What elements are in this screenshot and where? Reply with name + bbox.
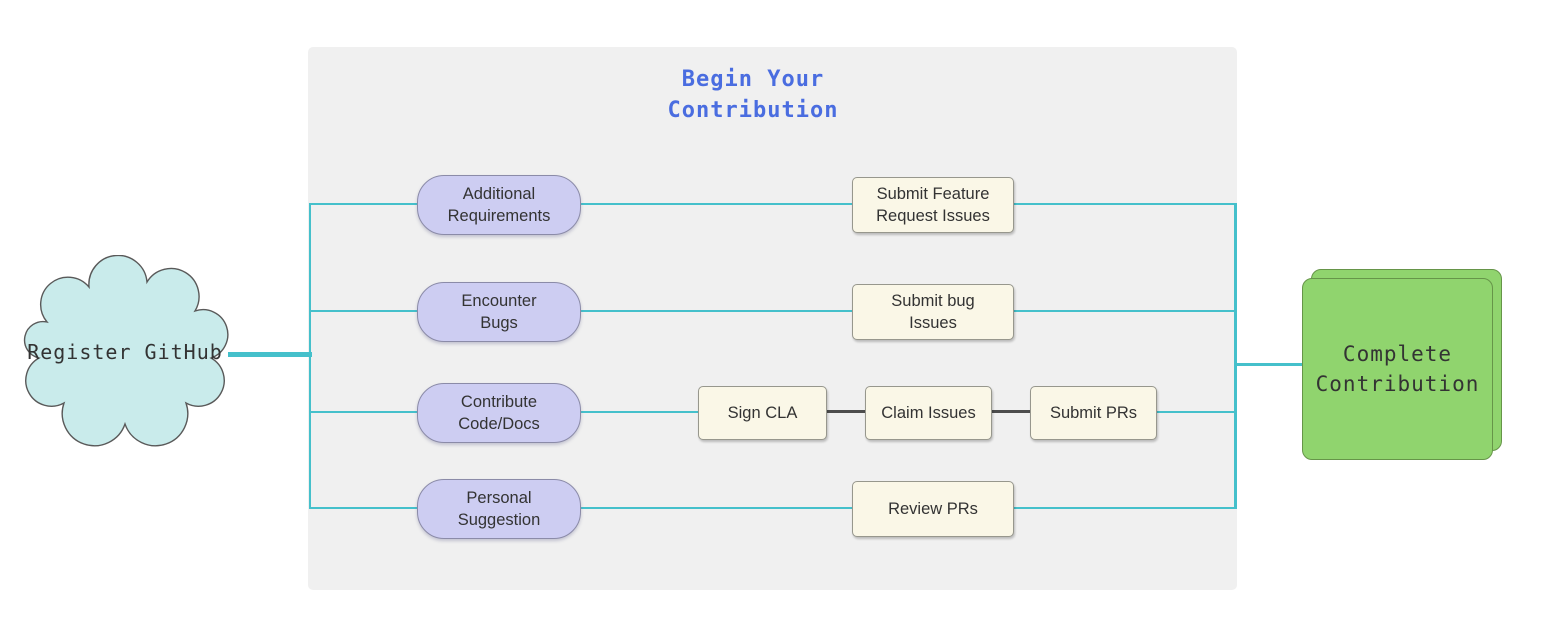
connector-line xyxy=(578,310,852,312)
source-node-additional-requirements: Additional Requirements xyxy=(417,175,581,235)
step-node-submit-bug-issues: Submit bug Issues xyxy=(852,284,1014,340)
step-node-review-prs: Review PRs xyxy=(852,481,1014,537)
source-node-contribute-code-docs: Contribute Code/Docs xyxy=(417,383,581,443)
source-node-encounter-bugs: Encounter Bugs xyxy=(417,282,581,342)
step-node-sign-cla: Sign CLA xyxy=(698,386,827,440)
start-node-label: Register GitHub xyxy=(27,339,223,364)
connector-spine-right xyxy=(1234,203,1237,509)
step-node-submit-feature-request-issues: Submit Feature Request Issues xyxy=(852,177,1014,233)
connector-line xyxy=(1154,411,1235,413)
source-node-personal-suggestion: Personal Suggestion xyxy=(417,479,581,539)
step-node-claim-issues: Claim Issues xyxy=(865,386,992,440)
connector-line xyxy=(1011,507,1235,509)
connector-line-dark xyxy=(824,410,866,413)
connector-line xyxy=(309,411,417,413)
connector-line-dark xyxy=(989,410,1031,413)
connector-line xyxy=(1011,310,1235,312)
start-node-register-github: Register GitHub xyxy=(12,255,238,448)
panel-title: Begin Your Contribution xyxy=(667,67,839,123)
connector-line xyxy=(1011,203,1235,205)
connector-panel-to-end xyxy=(1234,363,1302,366)
connector-line xyxy=(578,507,852,509)
step-node-submit-prs: Submit PRs xyxy=(1030,386,1157,440)
connector-line xyxy=(309,203,417,205)
connector-line xyxy=(309,310,417,312)
connector-line xyxy=(309,507,417,509)
connector-spine-left xyxy=(309,203,311,509)
connector-line xyxy=(578,203,852,205)
connector-cloud-to-panel xyxy=(228,352,312,357)
cloud-icon xyxy=(23,255,229,447)
connector-line xyxy=(578,411,699,413)
end-node-complete-contribution: Complete Contribution xyxy=(1302,278,1493,460)
